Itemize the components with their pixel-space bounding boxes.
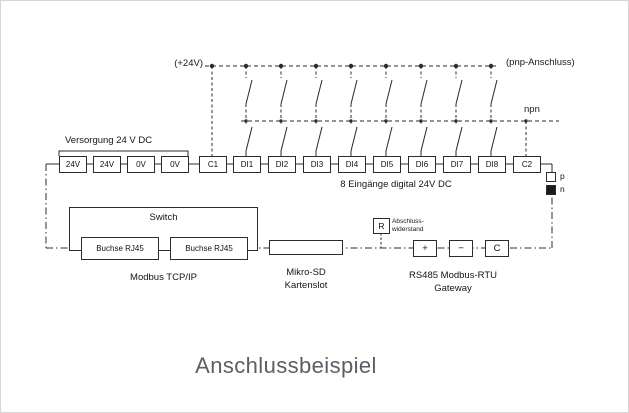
p-label: p: [560, 171, 565, 181]
terminal-c1: C1: [199, 156, 227, 173]
termination-resistor-caption-1: Abschluss-: [392, 218, 424, 225]
terminal-di8: DI8: [478, 156, 506, 173]
di-input-columns: [243, 63, 498, 158]
n-label: n: [560, 184, 565, 194]
diagram-title: Anschlussbeispiel: [195, 353, 377, 378]
termination-resistor-caption-2: widerstand: [392, 226, 424, 233]
modbus-tcp-label: Modbus TCP/IP: [130, 272, 197, 283]
terminal-di2: DI2: [268, 156, 296, 173]
terminal-di4: DI4: [338, 156, 366, 173]
gateway-terminal-c: C: [485, 240, 509, 257]
rj45-port-2: Buchse RJ45: [170, 237, 248, 260]
npn-label: npn: [524, 104, 540, 115]
card-slot-label: Kartenslot: [284, 280, 328, 291]
terminal-24v-a: 24V: [59, 156, 87, 173]
terminal-di1: DI1: [233, 156, 261, 173]
terminal-di3: DI3: [303, 156, 331, 173]
pnp-label: (pnp-Anschluss): [506, 57, 575, 68]
rs485-label: RS485 Modbus-RTU: [408, 270, 497, 281]
gateway-terminal-plus: +: [413, 240, 437, 257]
micro-sd-slot: [269, 240, 343, 255]
terminal-di6: DI6: [408, 156, 436, 173]
npn-mode-box: [546, 185, 556, 195]
gateway-label: Gateway: [434, 283, 472, 294]
supply-label: Versorgung 24 V DC: [65, 135, 153, 146]
terminal-c2: C2: [513, 156, 541, 173]
terminal-0v-b: 0V: [161, 156, 189, 173]
terminal-24v-b: 24V: [93, 156, 121, 173]
rj45-port-1: Buchse RJ45: [81, 237, 159, 260]
pnp-mode-box: [546, 172, 556, 182]
switch-label: Switch: [149, 212, 178, 223]
terminal-0v-a: 0V: [127, 156, 155, 173]
inputs-label: 8 Eingänge digital 24V DC: [340, 179, 452, 190]
micro-sd-label: Mikro-SD: [286, 267, 326, 278]
gateway-terminal-minus: −: [449, 240, 473, 257]
terminal-di7: DI7: [443, 156, 471, 173]
termination-resistor-box: R: [373, 218, 390, 234]
plus-24v-label: (+24V): [174, 58, 203, 69]
terminal-di5: DI5: [373, 156, 401, 173]
